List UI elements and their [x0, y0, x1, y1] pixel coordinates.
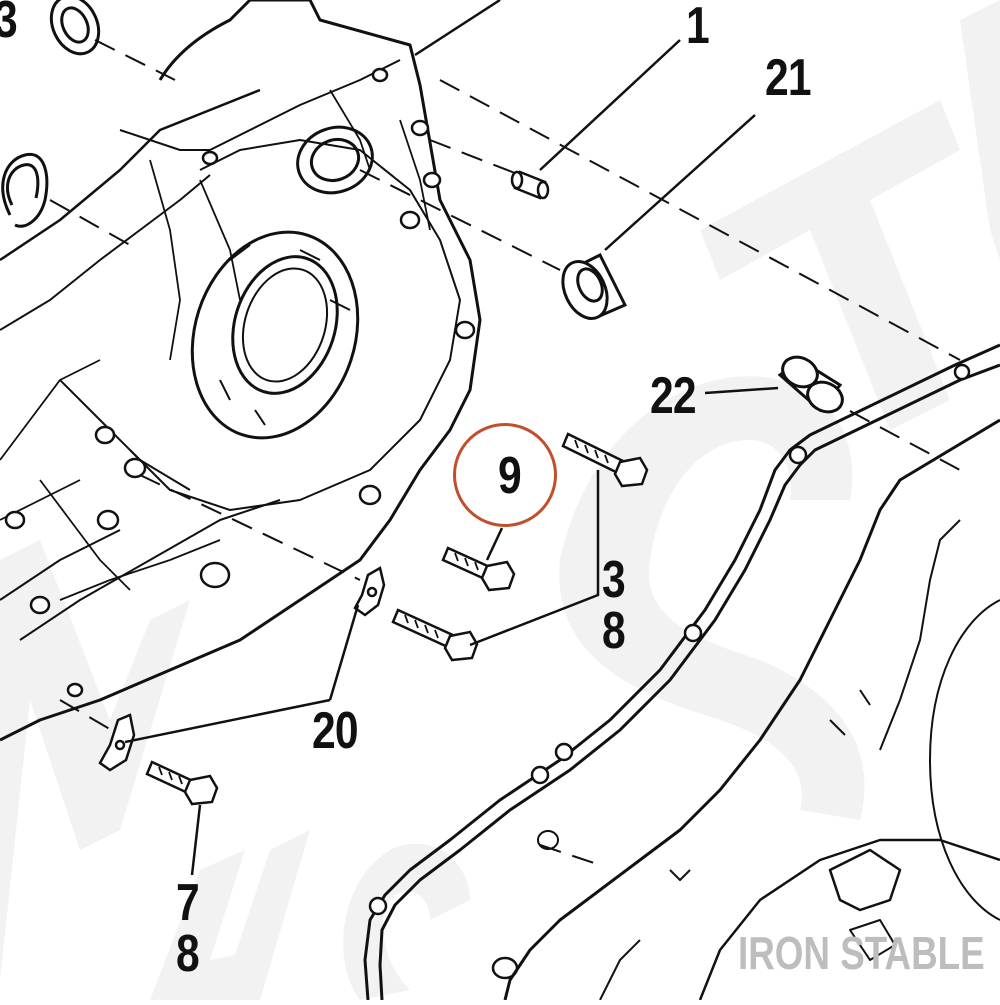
top-seal-part: [49, 0, 101, 56]
gasket-holes: [368, 363, 971, 916]
bolt-item-9: [441, 546, 516, 592]
callout-8-lower: 8: [176, 925, 200, 983]
callout-22: 22: [650, 367, 697, 425]
dowel-pin: [510, 170, 550, 200]
callout-21: 21: [765, 49, 812, 107]
bearing-part: [561, 252, 628, 320]
bolt-long-lower: [391, 608, 479, 662]
housing-bolt-holes: [4, 67, 476, 698]
inner-primary-housing: [0, 0, 482, 742]
callout-3-top: 3: [0, 0, 18, 46]
snap-ring: [1, 152, 49, 228]
callout-leaders: [124, 0, 779, 876]
callout-7: 7: [176, 874, 200, 932]
clip-lower: [98, 713, 136, 772]
bolt-item-7: [145, 760, 219, 806]
brand-watermark: IRON STABLE: [738, 927, 985, 979]
callout-3: 3: [602, 551, 626, 609]
clip-upper: [353, 566, 386, 617]
callout-20: 20: [312, 702, 359, 760]
bushing-part: [777, 355, 844, 414]
callout-8-upper: 8: [602, 602, 626, 660]
bearing-boss: [190, 230, 360, 440]
outer-primary-cover: [491, 418, 1000, 1001]
highlight-ring: [453, 423, 557, 527]
housing-seal-bore: [296, 125, 374, 195]
callout-1: 1: [686, 0, 710, 55]
callout-9: 9: [498, 447, 522, 505]
bolt-long-upper: [561, 432, 649, 488]
